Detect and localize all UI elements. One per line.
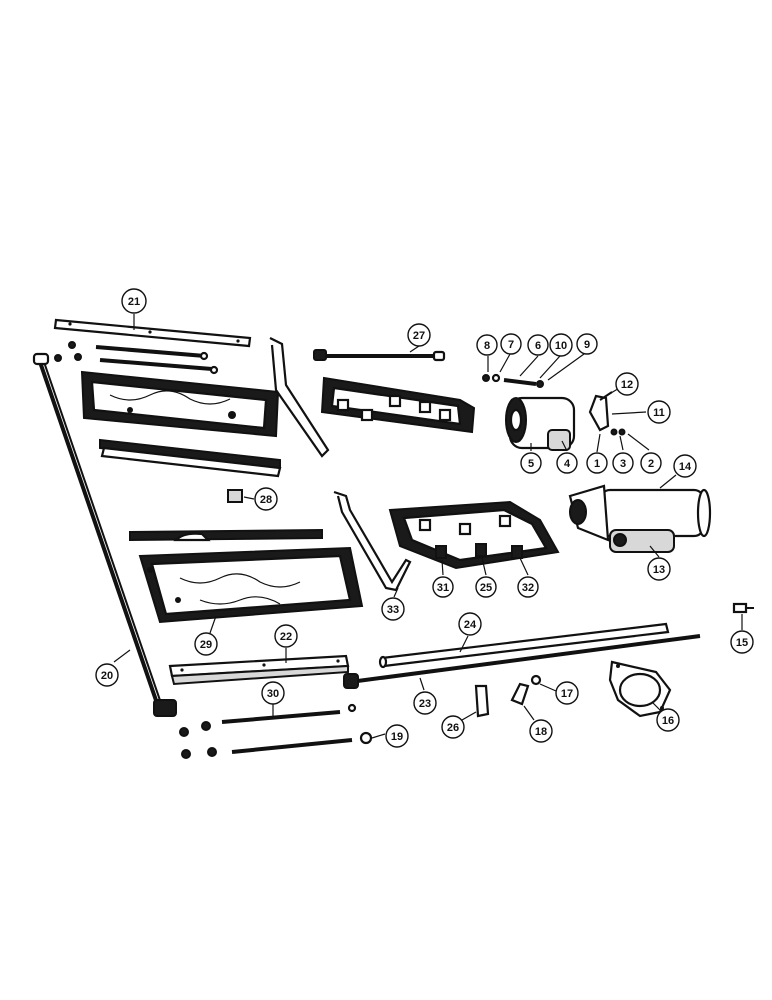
svg-text:5: 5 <box>528 458 534 470</box>
svg-text:12: 12 <box>621 379 633 391</box>
part-24-tube <box>378 622 670 669</box>
part-33-bracket <box>333 490 412 592</box>
part-19-nut <box>359 731 373 745</box>
part-22-flat-bar <box>168 654 350 686</box>
callout-2: 2 <box>640 452 662 474</box>
part-18-clip <box>510 682 530 706</box>
bent-bracket-upper <box>269 337 330 458</box>
callout-6: 6 <box>527 334 549 356</box>
svg-text:7: 7 <box>508 339 514 351</box>
bracket-11 <box>588 391 626 436</box>
svg-text:33: 33 <box>387 604 399 616</box>
svg-text:10: 10 <box>555 340 567 352</box>
callout-21: 21 <box>121 288 147 314</box>
callout-15: 15 <box>730 630 754 654</box>
callout-31: 31 <box>432 576 454 598</box>
svg-text:2: 2 <box>648 458 654 470</box>
callout-8: 8 <box>476 334 498 356</box>
callout-22: 22 <box>274 624 298 648</box>
svg-text:28: 28 <box>260 494 272 506</box>
callout-29: 29 <box>194 632 218 656</box>
callout-26: 26 <box>441 715 465 739</box>
callout-33: 33 <box>381 597 405 621</box>
svg-text:31: 31 <box>437 582 449 594</box>
callout-20: 20 <box>95 663 119 687</box>
upper-rods <box>54 341 219 375</box>
small-parts-6-10 <box>482 373 544 388</box>
svg-text:13: 13 <box>653 564 665 576</box>
callout-32: 32 <box>517 576 539 598</box>
svg-text:26: 26 <box>447 722 459 734</box>
svg-text:32: 32 <box>522 582 534 594</box>
svg-text:20: 20 <box>101 670 113 682</box>
part-28-block <box>227 489 243 503</box>
callout-30: 30 <box>261 681 285 705</box>
generator <box>505 396 576 451</box>
svg-text:22: 22 <box>280 631 292 643</box>
svg-text:21: 21 <box>128 296 140 308</box>
lower-valve-cover <box>388 500 560 570</box>
svg-text:18: 18 <box>535 726 547 738</box>
callout-16: 16 <box>656 708 680 732</box>
callout-18: 18 <box>529 719 553 743</box>
starter-motor <box>568 484 712 553</box>
svg-text:1: 1 <box>594 458 600 470</box>
svg-text:3: 3 <box>620 458 626 470</box>
part-17-screw <box>530 674 542 686</box>
leader-lines <box>113 314 743 739</box>
svg-text:17: 17 <box>561 688 573 700</box>
callout-17: 17 <box>555 681 579 705</box>
svg-text:15: 15 <box>736 637 748 649</box>
callout-7: 7 <box>500 333 522 355</box>
part-29-lower-cover-plate <box>138 546 364 624</box>
part-20-long-rod <box>32 352 177 717</box>
part-30-rods <box>179 703 357 759</box>
callout-4: 4 <box>556 452 578 474</box>
svg-text:6: 6 <box>535 340 541 352</box>
svg-text:29: 29 <box>200 639 212 651</box>
callout-1: 1 <box>586 452 608 474</box>
svg-text:11: 11 <box>653 407 665 419</box>
callout-23: 23 <box>413 691 437 715</box>
callout-11: 11 <box>647 400 671 424</box>
angle-strip <box>99 438 282 478</box>
callout-25: 25 <box>475 576 497 598</box>
callout-27: 27 <box>407 323 431 347</box>
callout-9: 9 <box>576 333 598 355</box>
svg-text:19: 19 <box>391 731 403 743</box>
svg-text:24: 24 <box>464 619 477 631</box>
svg-text:4: 4 <box>564 458 571 470</box>
svg-text:30: 30 <box>267 688 279 700</box>
callout-24: 24 <box>458 612 482 636</box>
svg-text:9: 9 <box>584 339 590 351</box>
part-26-clip <box>474 684 490 718</box>
part-16-gasket <box>608 660 672 718</box>
lower-angle-strip <box>129 528 323 542</box>
part-15-bolt <box>732 602 754 614</box>
upper-cover-plate <box>80 370 280 438</box>
callout-19: 19 <box>385 724 409 748</box>
callout-13: 13 <box>647 557 671 581</box>
svg-text:16: 16 <box>662 715 674 727</box>
callout-10: 10 <box>549 333 573 357</box>
callout-12: 12 <box>615 372 639 396</box>
svg-text:8: 8 <box>484 340 490 352</box>
callout-3: 3 <box>612 452 634 474</box>
svg-text:27: 27 <box>413 330 425 342</box>
part-21-flat-bar <box>53 318 252 348</box>
callout-5: 5 <box>520 452 542 474</box>
part-27-rod <box>313 349 446 362</box>
svg-text:23: 23 <box>419 698 431 710</box>
callout-28: 28 <box>254 487 278 511</box>
part-23-rod <box>343 634 701 689</box>
svg-text:25: 25 <box>480 582 492 594</box>
upper-valve-cover <box>320 376 476 434</box>
svg-text:14: 14 <box>679 461 692 473</box>
callout-14: 14 <box>673 454 697 478</box>
